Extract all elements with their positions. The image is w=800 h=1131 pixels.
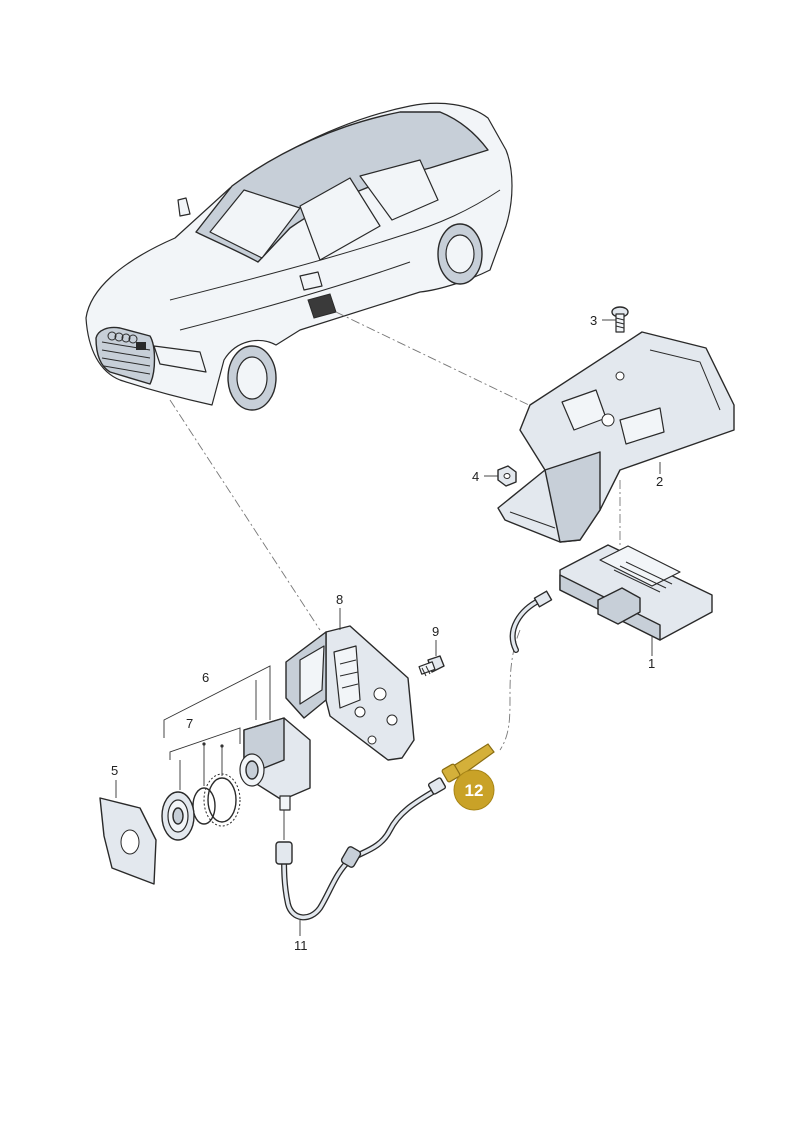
callout-2: 2 [656,474,663,489]
control-unit [559,544,713,641]
callout-4: 4 [472,469,479,484]
leader-lines [115,319,661,936]
callout-7: 7 [186,716,193,731]
callout-12-badge: 12 [453,769,495,811]
camera-holder [285,625,415,761]
callout-5: 5 [111,763,118,778]
callout-9: 9 [432,624,439,639]
callout-1: 1 [648,656,655,671]
camera-cable [275,777,447,921]
screw [418,655,445,677]
control-unit-cable [509,590,553,653]
camera [239,717,311,811]
callout-labels: 1 2 3 4 5 6 7 8 9 11 [111,313,663,953]
sealing-rings [192,773,241,827]
bolt [611,306,629,333]
highlighted-part [441,743,495,783]
callout-6: 6 [202,670,209,685]
vehicle-illustration [85,102,513,411]
callout-12: 12 [465,781,484,800]
callout-11: 11 [294,938,308,953]
nut [497,465,517,487]
cover-plate [99,797,157,885]
callout-8: 8 [336,592,343,607]
mounting-bracket [497,331,735,543]
lens-housing [161,791,195,841]
callout-3: 3 [590,313,597,328]
